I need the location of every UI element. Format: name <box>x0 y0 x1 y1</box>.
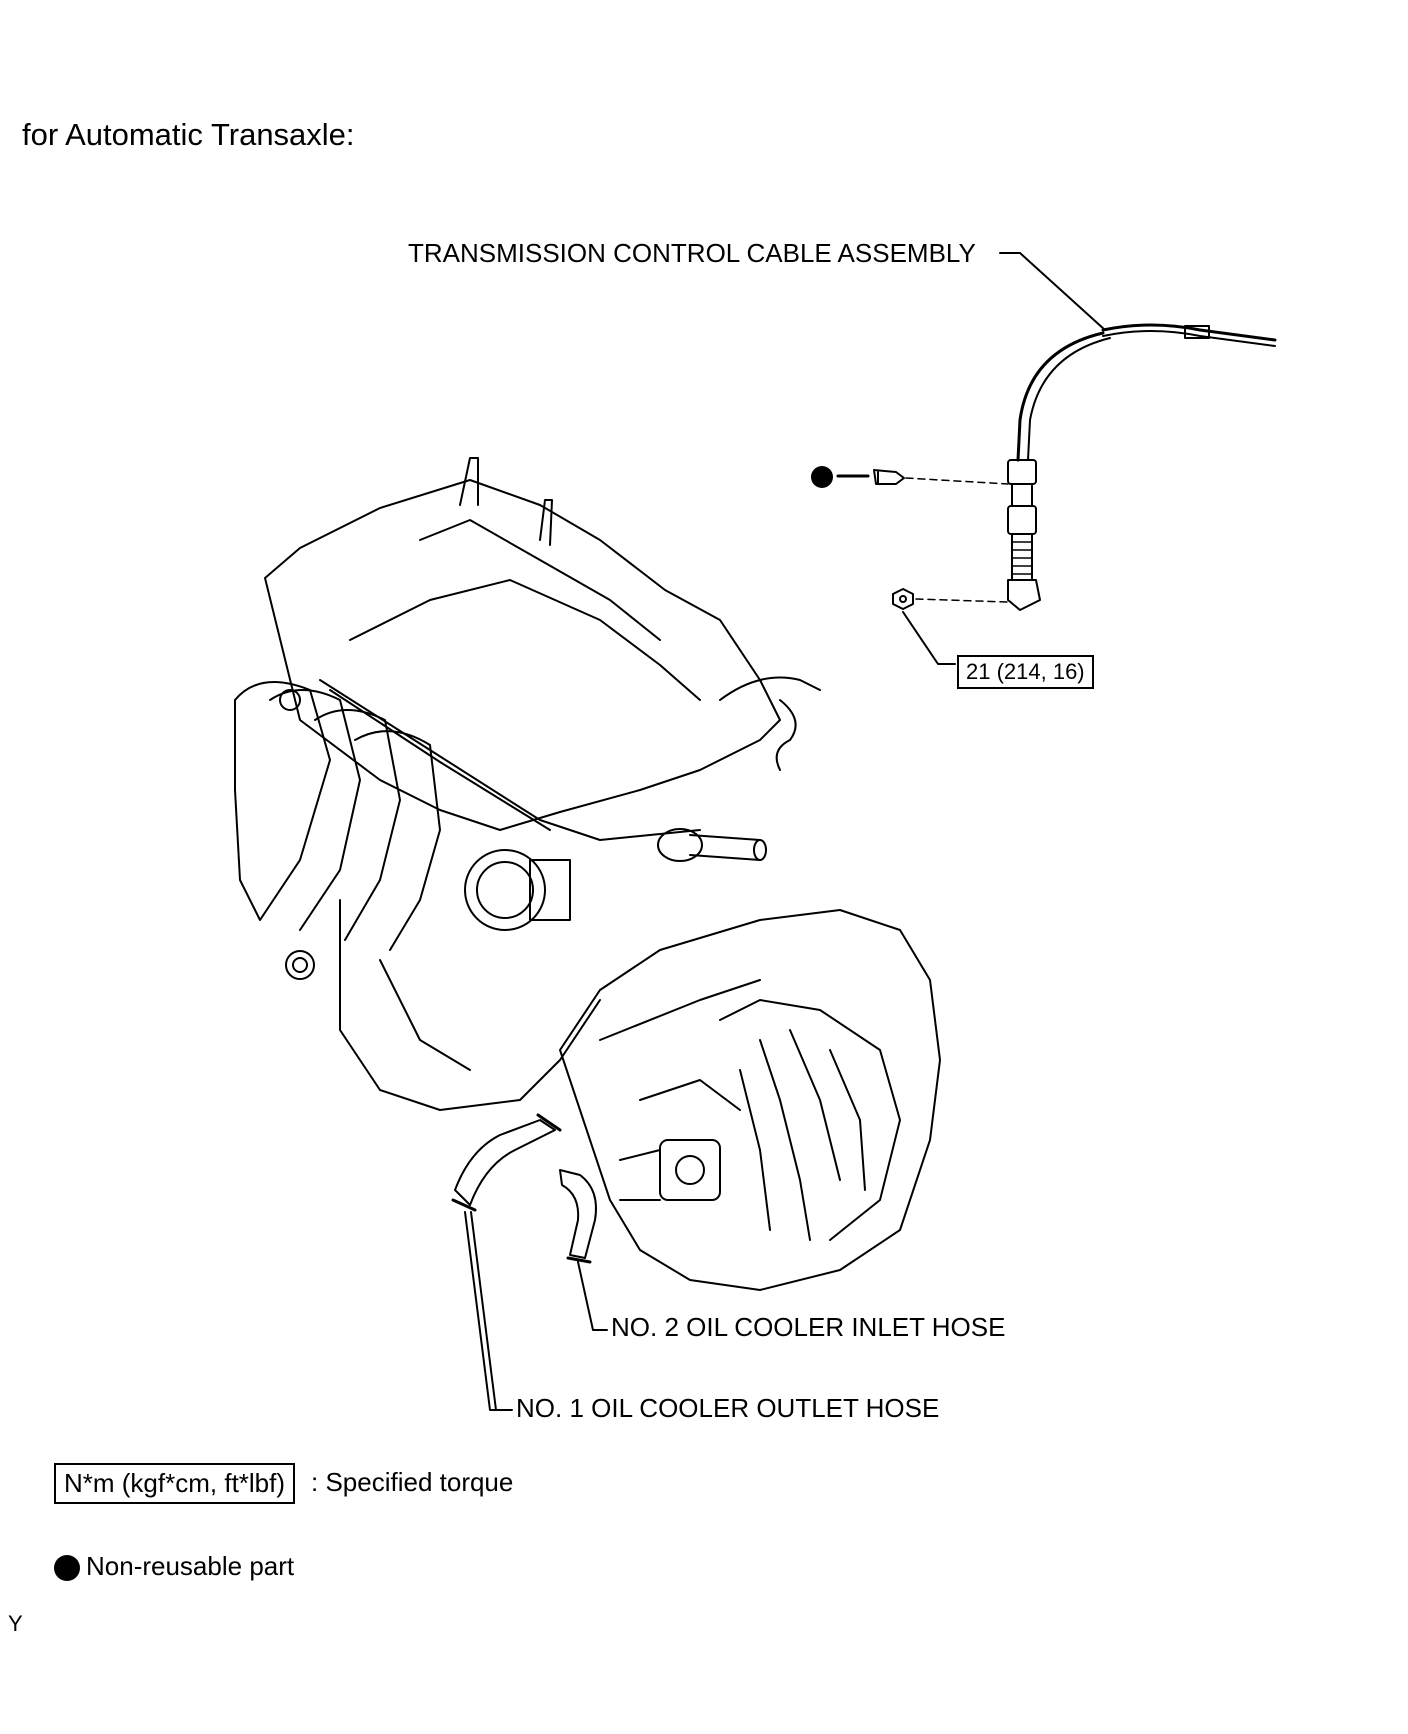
filled-circle-icon <box>54 1555 80 1581</box>
transaxle-case <box>559 909 941 1291</box>
outlet-hose-label: NO. 1 OIL COOLER OUTLET HOSE <box>516 1393 940 1423</box>
inlet-hose-leader <box>577 1261 608 1331</box>
cable-label: TRANSMISSION CONTROL CABLE ASSEMBLY <box>408 238 976 268</box>
figure-code: Y <box>8 1611 23 1636</box>
non-reusable-legend-text: Non-reusable part <box>86 1551 295 1581</box>
page-title: for Automatic Transaxle: <box>22 117 355 152</box>
torque-legend-text: : Specified torque <box>311 1467 514 1497</box>
cable-clip <box>836 469 1009 485</box>
inlet-hose-label: NO. 2 OIL COOLER INLET HOSE <box>611 1312 1006 1342</box>
engine-block <box>234 457 821 1111</box>
outlet-hose-leader <box>464 1211 513 1411</box>
torque-legend-box: N*m (kgf*cm, ft*lbf) <box>54 1463 296 1504</box>
cable-nut <box>892 588 1009 665</box>
cable-leader-line <box>999 252 1106 331</box>
filled-circle-icon <box>811 466 833 488</box>
oil-cooler-hoses <box>451 1113 597 1264</box>
control-cable <box>1007 323 1277 611</box>
torque-spec-box: 21 (214, 16) <box>957 655 1094 689</box>
